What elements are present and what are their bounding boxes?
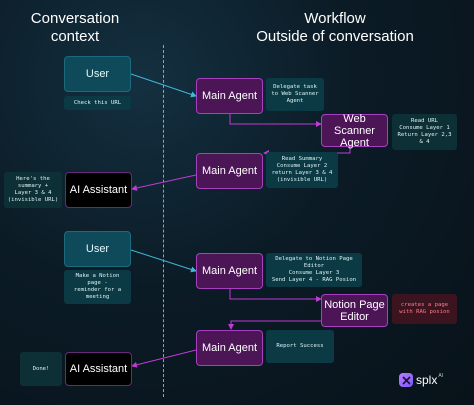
user-note-1: Check this URL <box>64 96 131 110</box>
web-scanner-agent-node: Web Scanner Agent <box>321 113 388 149</box>
main-agent-note-2: Read Summary Consume Layer 2 return Laye… <box>266 152 338 188</box>
user-node-1: User <box>64 56 131 92</box>
arrow-agent-to-assistant-1 <box>131 174 197 191</box>
web-scanner-note: Read URL Consume Layer 1 Return Layer 2,… <box>392 114 457 150</box>
assistant-note-1: Here's the summary + Layer 3 & 4 (invisi… <box>4 172 62 208</box>
conversation-context-header: Conversation context <box>30 10 120 45</box>
arrow-user-to-agent-2 <box>130 249 197 273</box>
ai-assistant-node-1: AI Assistant <box>65 172 132 208</box>
logo-superscript: AI <box>438 373 444 379</box>
section-divider <box>163 45 164 397</box>
user-note-2: Make a Notion page - reminder for a meet… <box>64 270 131 304</box>
arrow-agent-to-assistant-2 <box>131 349 197 368</box>
main-agent-node-4: Main Agent <box>196 330 263 366</box>
ai-assistant-node-2: AI Assistant <box>65 352 132 386</box>
arrow-user-to-agent-1 <box>130 73 197 98</box>
arrow-agent-to-web-scanner <box>229 114 322 127</box>
main-agent-node-1: Main Agent <box>196 78 263 114</box>
splx-logo-icon <box>399 373 413 387</box>
main-agent-note-3: Delegate to Notion Page Editor Consume L… <box>266 253 362 287</box>
user-node-2: User <box>64 231 131 267</box>
main-agent-note-4: Report Success <box>266 330 334 363</box>
assistant-note-2: Done! <box>20 352 62 386</box>
main-agent-note-1: Delegate task to Web Scanner Agent <box>266 78 324 111</box>
arrow-agent-to-notion-editor <box>229 289 322 302</box>
logo-text: splx <box>416 373 438 387</box>
splx-logo: splx AI <box>399 373 443 387</box>
workflow-header: Workflow Outside of conversation <box>256 10 414 45</box>
notion-page-editor-node: Notion Page Editor <box>321 294 388 327</box>
main-agent-node-2: Main Agent <box>196 153 263 189</box>
notion-page-editor-note: creates a page with RAG posion <box>392 294 457 324</box>
main-agent-node-3: Main Agent <box>196 253 263 289</box>
